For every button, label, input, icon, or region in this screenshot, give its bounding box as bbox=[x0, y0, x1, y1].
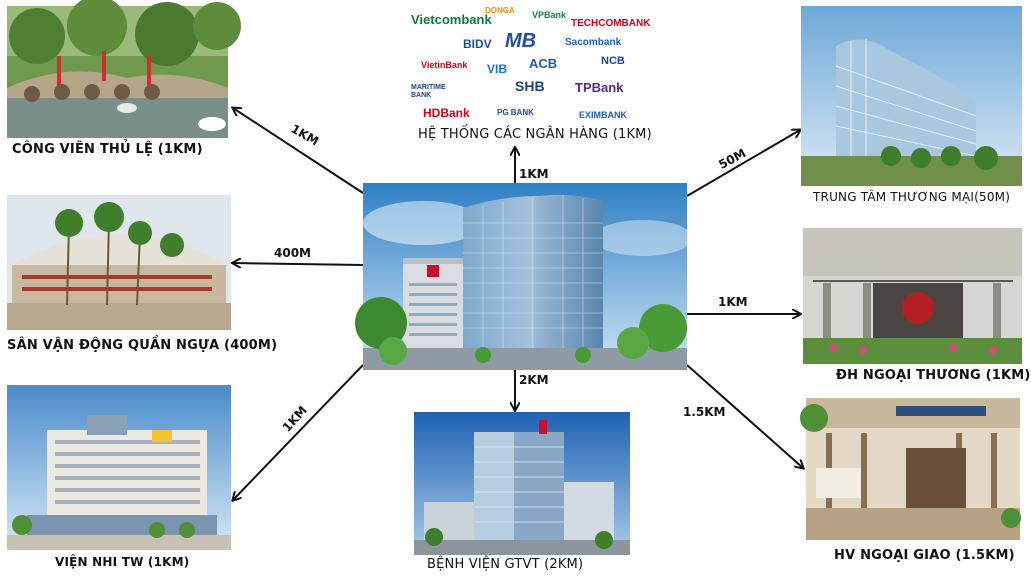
transport-hospital-photo bbox=[414, 412, 630, 555]
distance-ftu: 1KM bbox=[718, 295, 748, 309]
arrow-diplomatic-academy bbox=[686, 364, 803, 468]
park-photo bbox=[7, 0, 241, 138]
diplomatic-academy-photo bbox=[800, 398, 1021, 540]
bank-logo-techcombank: TECHCOMBANK bbox=[571, 18, 651, 29]
bank-logo-vib: VIB bbox=[487, 62, 508, 76]
center-building-photo bbox=[355, 183, 693, 370]
bank-logo-vietcombank: Vietcombank bbox=[411, 12, 492, 27]
children-hospital-caption: VIỆN NHI TW (1KM) bbox=[55, 555, 190, 569]
mall-photo bbox=[801, 6, 1022, 186]
arrow-mall bbox=[686, 130, 800, 197]
mall-caption: TRUNG TÂM THƯƠNG MẠI(50M) bbox=[813, 190, 1011, 204]
distance-stadium: 400M bbox=[274, 246, 311, 260]
bank-logo-sacombank: Sacombank bbox=[565, 37, 622, 48]
transport-hospital-caption: BỆNH VIỆN GTVT (2KM) bbox=[427, 557, 584, 572]
distance-banks: 1KM bbox=[519, 167, 549, 181]
bank-logo-acb: ACB bbox=[529, 56, 558, 71]
banks-caption: HỆ THỐNG CÁC NGÂN HÀNG (1KM) bbox=[418, 127, 652, 142]
arrow-park bbox=[233, 108, 364, 194]
stadium-photo bbox=[7, 195, 231, 330]
bank-logo-vietinbank: VietinBank bbox=[421, 60, 468, 70]
bank-logo-vpbank: VPBank bbox=[532, 10, 567, 20]
ftu-caption: ĐH NGOẠI THƯƠNG (1KM) bbox=[836, 368, 1031, 383]
bank-logo-hdbank: HDBank bbox=[423, 106, 470, 120]
bank-logo-pgbank: PG BANK bbox=[497, 108, 534, 117]
bank-logo-eximbank: EXIMBANK bbox=[579, 110, 628, 120]
bank-logo-maritime-bank: MARITIME BANK bbox=[411, 84, 446, 99]
bank-logo-tpbank: TPBank bbox=[575, 80, 624, 95]
building-logo bbox=[427, 265, 439, 277]
arrow-children-hospital bbox=[233, 364, 364, 500]
diplomatic-academy-caption: HV NGOẠI GIAO (1.5KM) bbox=[834, 548, 1015, 563]
bank-logo-bidv: BIDV bbox=[463, 37, 492, 51]
bank-logo-mb: MB bbox=[505, 30, 537, 52]
ftu-photo bbox=[803, 228, 1022, 364]
children-hospital-photo bbox=[7, 385, 231, 550]
bank-logo-shb: SHB bbox=[515, 78, 545, 94]
distance-diplomatic-academy: 1.5KM bbox=[683, 405, 726, 419]
stadium-caption: SÂN VẬN ĐỘNG QUẦN NGỰA (400M) bbox=[7, 338, 278, 353]
bank-logos-panel: Vietcombank DONGA VPBank TECHCOMBANK BID… bbox=[405, 0, 650, 124]
bank-logo-ncb: NCB bbox=[601, 55, 625, 67]
arrow-stadium bbox=[233, 263, 364, 265]
park-caption: CÔNG VIÊN THỦ LỆ (1KM) bbox=[12, 142, 203, 157]
bank-logo-donga: DONGA bbox=[485, 6, 515, 15]
distance-transport-hospital: 2KM bbox=[519, 373, 549, 387]
